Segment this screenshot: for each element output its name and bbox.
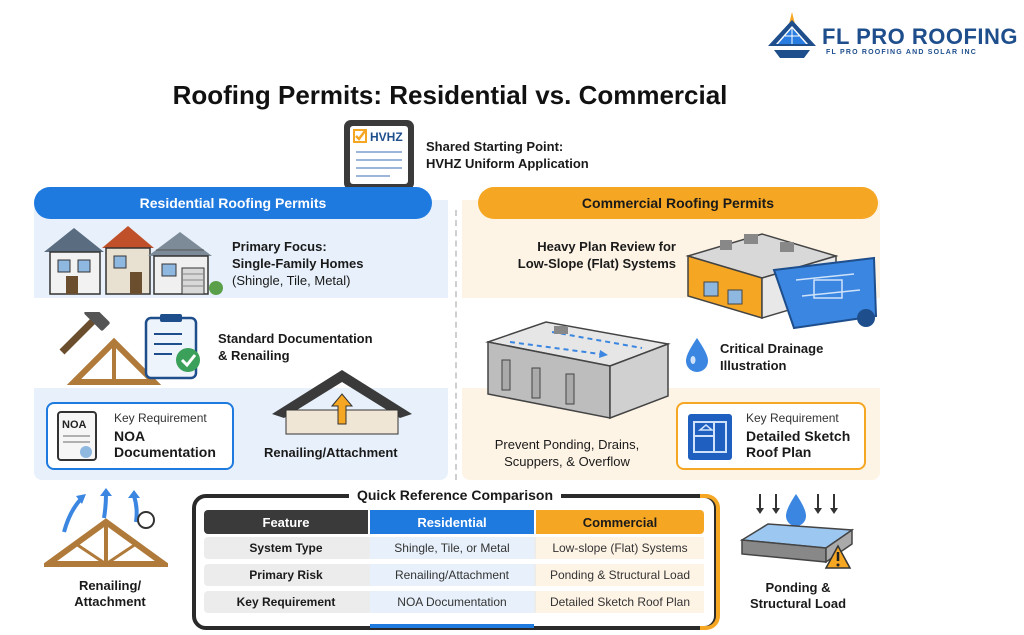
focus-line-3: (Shingle, Tile, Metal)	[232, 273, 351, 288]
residential-focus: Primary Focus: Single-Family Homes (Shin…	[232, 238, 363, 289]
brand-logo: FL PRO ROOFING FL PRO ROOFING AND SOLAR …	[760, 10, 1019, 70]
residential-key-line-1: NOA	[114, 428, 146, 444]
critical-drainage: Critical Drainage Illustration	[720, 340, 823, 374]
brand-name: FL PRO ROOFING	[822, 24, 1019, 49]
corner-left-line-2: Attachment	[74, 594, 146, 609]
shared-starting-point: Shared Starting Point: HVHZ Uniform Appl…	[426, 138, 589, 172]
shingle-roof-icon	[272, 370, 412, 435]
ponding-line-1: Prevent Ponding, Drains,	[494, 437, 640, 452]
corner-right-label: Ponding & Structural Load	[730, 580, 866, 612]
shared-line-1: Shared Starting Point:	[426, 139, 564, 154]
residential-key-line-2: Documentation	[114, 444, 216, 460]
renailing-label: Renailing/Attachment	[264, 445, 398, 460]
table-cell-commercial: Detailed Sketch Roof Plan	[536, 591, 704, 613]
residential-header: Residential Roofing Permits	[34, 187, 432, 219]
table-cell-residential: Renailing/Attachment	[370, 564, 534, 586]
column-divider	[455, 210, 457, 480]
focus-line-1: Primary Focus:	[232, 239, 327, 254]
residential-key-requirement: NOA Key Requirement NOA Documentation	[46, 402, 234, 470]
commercial-header: Commercial Roofing Permits	[478, 187, 878, 219]
review-line-2: Low-Slope (Flat) Systems	[517, 256, 676, 271]
commercial-plan-review: Heavy Plan Review for Low-Slope (Flat) S…	[508, 238, 676, 272]
commercial-key-line-1: Detailed Sketch	[746, 428, 851, 444]
ponding-structural-load-icon	[739, 494, 855, 569]
commercial-key-label: Key Requirement	[746, 411, 839, 425]
table-cell-residential: NOA Documentation	[370, 591, 534, 613]
focus-line-2: Single-Family Homes	[232, 256, 364, 271]
corner-left-label: Renailing/ Attachment	[40, 578, 180, 610]
table-cell-commercial: Ponding & Structural Load	[536, 564, 704, 586]
shared-line-2: HVHZ Uniform Application	[426, 156, 589, 171]
hvhz-badge: HVHZ	[370, 130, 403, 144]
review-line-1: Heavy Plan Review for	[537, 239, 676, 254]
ponding-prevention: Prevent Ponding, Drains, Scuppers, & Ove…	[478, 436, 656, 470]
table-header-feature: Feature	[204, 510, 368, 534]
corner-left-line-1: Renailing/	[78, 578, 142, 593]
houses-icon	[44, 226, 223, 295]
water-drop-icon	[686, 338, 708, 372]
corner-right-line-2: Structural Load	[749, 596, 847, 611]
comparison-title: Quick Reference Comparison	[192, 487, 718, 503]
drain-line-1: Critical Drainage	[720, 341, 824, 356]
table-cell-feature: Primary Risk	[249, 568, 323, 582]
commercial-building-icon	[685, 233, 878, 330]
residential-key-label: Key Requirement	[114, 411, 207, 425]
blueprint-icon	[688, 414, 732, 460]
doc-line-2: & Renailing	[218, 348, 290, 363]
doc-line-1: Standard Documentation	[218, 331, 373, 346]
commercial-key-line-2: Roof Plan	[746, 444, 812, 460]
page-title: Roofing Permits: Residential vs. Commerc…	[172, 80, 728, 110]
ponding-line-2: Scuppers, & Overflow	[504, 454, 630, 469]
clipboard-icon: HVHZ	[344, 120, 414, 190]
corner-right-line-1: Ponding &	[765, 580, 831, 595]
hammer-clipboard-icon	[59, 312, 200, 385]
table-cell-commercial: Low-slope (Flat) Systems	[536, 537, 704, 559]
commercial-key-requirement: Key Requirement Detailed Sketch Roof Pla…	[676, 402, 866, 470]
residential-column-underline	[370, 624, 534, 628]
drain-line-2: Illustration	[720, 358, 787, 373]
flat-roof-drainage-icon	[485, 321, 671, 420]
roof-truss-arrows-icon	[44, 488, 168, 567]
table-cell-feature: Key Requirement	[236, 595, 336, 609]
solar-roof-logo-icon	[768, 12, 816, 58]
table-cell-feature: System Type	[249, 541, 323, 555]
brand-subtitle: FL PRO ROOFING AND SOLAR INC	[826, 49, 978, 56]
table-cell-residential: Shingle, Tile, or Metal	[370, 537, 534, 559]
table-header-commercial: Commercial	[536, 510, 704, 534]
comparison-title-text: Quick Reference Comparison	[348, 487, 562, 503]
noa-badge: NOA	[62, 419, 87, 431]
comparison-frame-accent	[700, 494, 720, 630]
noa-document-icon: NOA	[57, 411, 97, 461]
residential-documentation: Standard Documentation & Renailing	[218, 330, 373, 364]
table-header-residential: Residential	[370, 510, 534, 534]
